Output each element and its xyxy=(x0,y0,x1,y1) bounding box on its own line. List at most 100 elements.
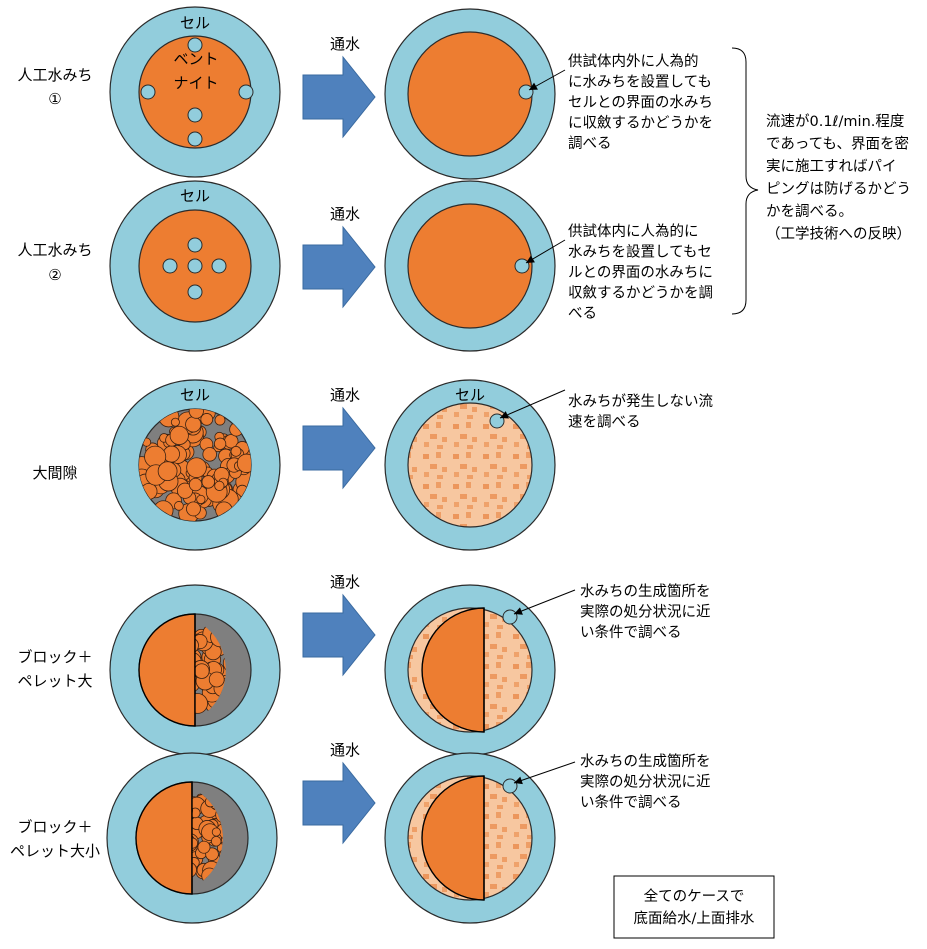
cell-before-case1 xyxy=(109,6,281,178)
leader-line-case4 xyxy=(513,589,576,615)
summary-text: であっても、界面を密 xyxy=(766,136,909,153)
flow-label: 通水 xyxy=(330,205,360,223)
water-path-hole xyxy=(502,778,518,794)
flow-arrow xyxy=(302,593,376,677)
cell-before-case4 xyxy=(109,584,281,756)
summary-text: ピングは防げるかどう xyxy=(766,181,911,198)
leader-arrowhead-icon xyxy=(526,255,535,263)
block-half xyxy=(138,613,196,727)
leader-line-case3 xyxy=(499,389,566,419)
block-half xyxy=(421,607,485,733)
pellet xyxy=(170,417,180,427)
case-description: 水みちが発生しない流 xyxy=(568,393,713,410)
flow-arrow xyxy=(302,55,376,139)
case-description: 水みちを設置してもセ xyxy=(568,244,712,261)
flow-arrow-icon xyxy=(302,406,376,490)
water-path-hole xyxy=(514,258,530,274)
case-description: 供試体内に人為的に xyxy=(568,223,699,240)
block-half xyxy=(421,775,485,901)
case-name: ② xyxy=(48,266,61,284)
cell-label: セル xyxy=(455,386,485,404)
water-path-hole xyxy=(187,284,203,300)
case-description: 水みちの生成箇所を xyxy=(580,583,711,600)
bentonite-label: ナイト xyxy=(173,74,218,92)
pellet xyxy=(195,663,210,679)
water-path-hole xyxy=(187,258,203,274)
case-name: 人工水みち xyxy=(17,241,92,259)
pellet-group xyxy=(139,409,251,521)
leader-arrowhead-icon xyxy=(514,776,523,785)
pellet xyxy=(185,416,202,433)
pellet xyxy=(169,425,189,446)
pellet xyxy=(174,501,184,511)
water-path-hole xyxy=(518,84,534,100)
pellet xyxy=(200,413,214,426)
case-description: に水みちを設置しても xyxy=(568,74,712,91)
flow-arrow xyxy=(302,761,376,845)
water-path-hole xyxy=(187,237,203,253)
summary-text: 実に施工すればパイ xyxy=(766,158,897,175)
footer-box-text: 底面給水/上面排水 xyxy=(634,910,755,927)
case-description: べる xyxy=(568,306,597,322)
case-name: ペレット大 xyxy=(17,672,92,690)
flow-arrow xyxy=(302,225,376,309)
case-description: い条件で調べる xyxy=(580,794,682,811)
footer-box-frame xyxy=(613,875,775,939)
pellet xyxy=(196,494,206,505)
pellet xyxy=(195,693,208,714)
case-description: 調べる xyxy=(568,135,612,152)
case-name: 大間隙 xyxy=(32,464,77,482)
water-path-hole xyxy=(140,84,156,100)
cell-label: セル xyxy=(180,386,210,404)
flow-arrow-icon xyxy=(302,55,376,139)
summary-text: かを調べる。 xyxy=(766,203,853,220)
flow-label: 通水 xyxy=(330,573,360,591)
block-half xyxy=(135,781,193,895)
case-name: ブロック＋ xyxy=(17,818,92,836)
pellet xyxy=(188,409,204,419)
pellet xyxy=(208,671,225,688)
water-path-hole xyxy=(238,84,254,100)
specimen xyxy=(407,31,533,157)
specimen xyxy=(407,402,533,528)
pellet xyxy=(211,827,221,837)
flow-label: 通水 xyxy=(330,386,360,404)
pellet xyxy=(195,637,199,654)
leader-arrowhead-icon xyxy=(529,82,538,90)
water-path-hole xyxy=(187,37,203,53)
cell-after-case4 xyxy=(384,584,556,756)
leader-arrowhead-icon xyxy=(500,411,509,419)
case-name: ① xyxy=(48,90,61,108)
leader-line-case5 xyxy=(513,761,576,784)
cell-after-case5 xyxy=(384,752,556,924)
pellet xyxy=(214,414,226,426)
summary-text: （工学技術への反映） xyxy=(766,226,911,243)
case-description: 実際の処分状況に近 xyxy=(580,774,711,791)
leader-arrowhead-icon xyxy=(514,607,523,615)
flow-label: 通水 xyxy=(330,741,360,759)
water-path-hole xyxy=(211,258,227,274)
pellet xyxy=(230,445,242,457)
pellet xyxy=(188,477,203,492)
pellet xyxy=(236,453,251,473)
bentonite-label: ベント xyxy=(173,50,218,68)
water-path-hole xyxy=(502,609,518,625)
pellet xyxy=(186,501,201,517)
cell-before-case3 xyxy=(109,379,281,551)
water-path-hole xyxy=(187,131,203,147)
specimen xyxy=(407,203,533,329)
cell-label: セル xyxy=(180,187,210,205)
pellet xyxy=(214,480,225,491)
case-name: 人工水みち xyxy=(17,66,92,84)
flow-arrow-icon xyxy=(302,761,376,845)
case-description: 水みちの生成箇所を xyxy=(580,753,711,770)
summary-text: 流速が0.1ℓ/min.程度 xyxy=(766,113,904,130)
pellet xyxy=(222,653,226,674)
case-description: い条件で調べる xyxy=(580,624,682,641)
pellet xyxy=(201,475,215,489)
case-name: ペレット大小 xyxy=(10,842,100,860)
case-description: 実際の処分状況に近 xyxy=(580,604,711,621)
pellet xyxy=(210,835,222,847)
flow-arrow xyxy=(302,406,376,490)
